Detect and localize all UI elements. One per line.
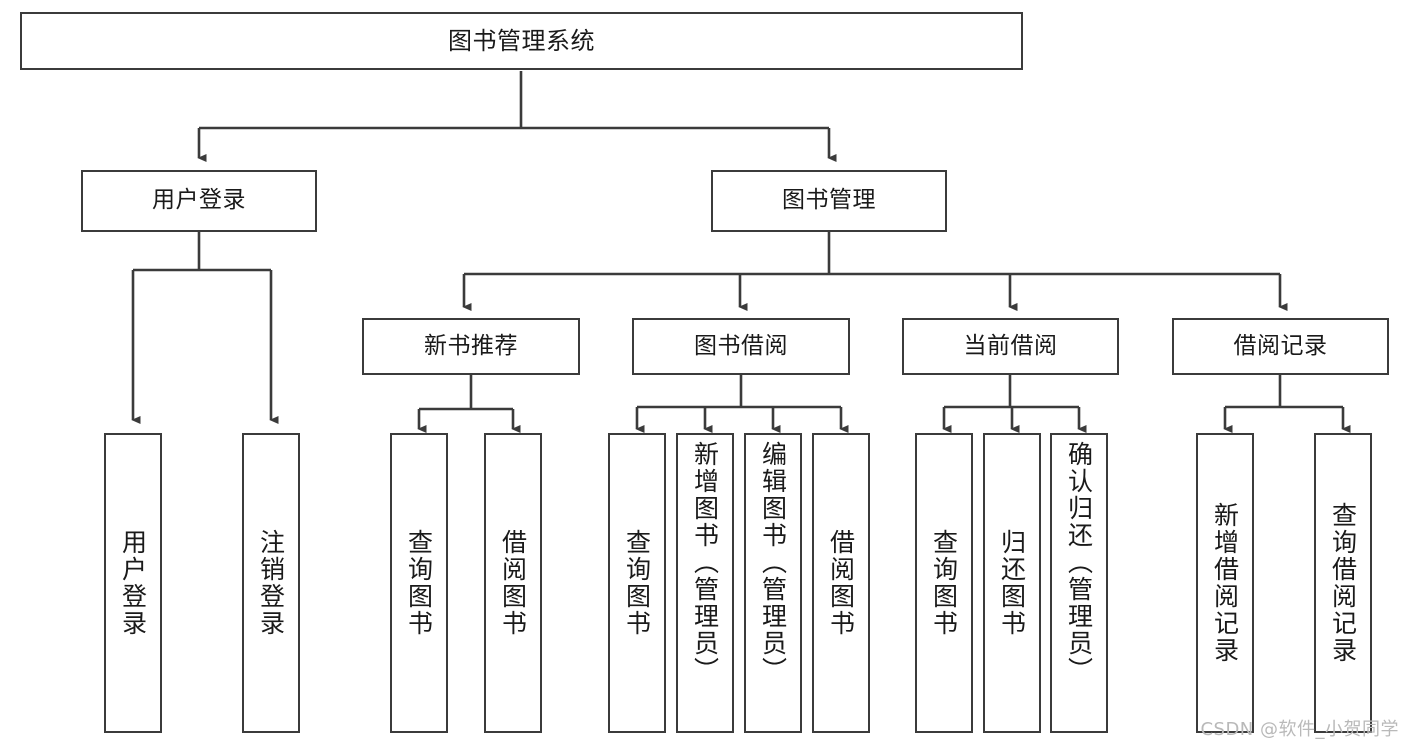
node-user-login[interactable]: 用户登录 bbox=[81, 170, 317, 232]
node-label: 图书借阅 bbox=[694, 332, 788, 359]
leaf-current-borrow-confirm-admin[interactable]: 确认归还（管理员） bbox=[1050, 433, 1108, 733]
node-label: 用户登录 bbox=[118, 529, 148, 637]
leaf-borrow-record-add[interactable]: 新增借阅记录 bbox=[1196, 433, 1254, 733]
node-label: 查询借阅记录 bbox=[1328, 502, 1358, 664]
node-label: 借阅记录 bbox=[1233, 332, 1328, 359]
node-label: 查询图书 bbox=[929, 529, 959, 637]
node-label: 新书推荐 bbox=[424, 332, 518, 359]
leaf-current-borrow-return[interactable]: 归还图书 bbox=[983, 433, 1041, 733]
node-label: 查询图书 bbox=[404, 529, 434, 637]
leaf-book-borrow-borrow[interactable]: 借阅图书 bbox=[812, 433, 870, 733]
leaf-new-book-query[interactable]: 查询图书 bbox=[390, 433, 448, 733]
leaf-user-login-logout[interactable]: 注销登录 bbox=[242, 433, 300, 733]
node-label: 新增借阅记录 bbox=[1210, 502, 1240, 664]
node-label: 新增图书（管理员） bbox=[690, 441, 720, 684]
node-label: 借阅图书 bbox=[826, 529, 856, 637]
node-label: 确认归还（管理员） bbox=[1064, 441, 1094, 684]
node-borrow-record[interactable]: 借阅记录 bbox=[1172, 318, 1389, 375]
node-root-book-management-system[interactable]: 图书管理系统 bbox=[20, 12, 1023, 70]
leaf-user-login-login[interactable]: 用户登录 bbox=[104, 433, 162, 733]
node-label: 编辑图书（管理员） bbox=[758, 441, 788, 684]
leaf-book-borrow-edit-admin[interactable]: 编辑图书（管理员） bbox=[744, 433, 802, 733]
leaf-book-borrow-query[interactable]: 查询图书 bbox=[608, 433, 666, 733]
leaf-new-book-borrow[interactable]: 借阅图书 bbox=[484, 433, 542, 733]
node-label: 借阅图书 bbox=[498, 529, 528, 637]
node-current-borrow[interactable]: 当前借阅 bbox=[902, 318, 1119, 375]
node-label: 查询图书 bbox=[622, 529, 652, 637]
node-label: 用户登录 bbox=[152, 187, 246, 214]
node-label: 归还图书 bbox=[997, 529, 1027, 637]
watermark-text: CSDN @软件_小贺同学 bbox=[1200, 719, 1399, 740]
leaf-borrow-record-query[interactable]: 查询借阅记录 bbox=[1314, 433, 1372, 733]
node-label: 当前借阅 bbox=[963, 332, 1058, 359]
node-book-management[interactable]: 图书管理 bbox=[711, 170, 947, 232]
node-new-book-recommend[interactable]: 新书推荐 bbox=[362, 318, 580, 375]
node-label: 注销登录 bbox=[256, 529, 286, 637]
node-label: 图书管理系统 bbox=[448, 26, 595, 55]
leaf-book-borrow-add-admin[interactable]: 新增图书（管理员） bbox=[676, 433, 734, 733]
leaf-current-borrow-query[interactable]: 查询图书 bbox=[915, 433, 973, 733]
node-label: 图书管理 bbox=[782, 187, 876, 214]
node-book-borrow[interactable]: 图书借阅 bbox=[632, 318, 850, 375]
